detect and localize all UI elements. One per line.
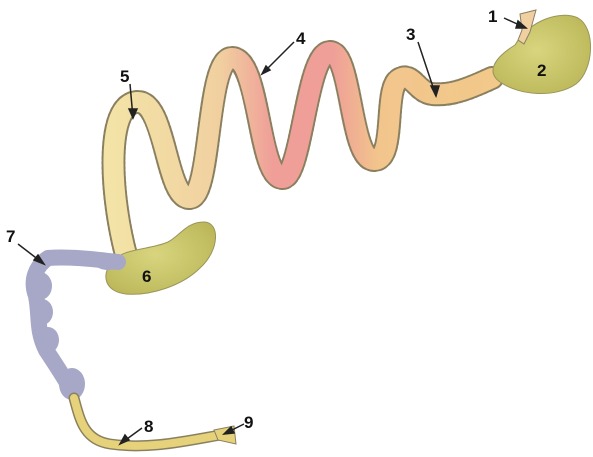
label-4: 4 — [296, 29, 306, 48]
label-3: 3 — [406, 25, 415, 44]
end-9 — [214, 426, 236, 444]
segment-7-bulge-a — [28, 272, 52, 300]
label-9: 9 — [244, 413, 253, 432]
label-7: 7 — [6, 227, 15, 246]
segment-7-bulge-e — [94, 254, 122, 270]
label-2: 2 — [537, 61, 546, 80]
label-6: 6 — [142, 267, 151, 286]
segment-7-bulge-c — [37, 327, 59, 353]
label-8: 8 — [144, 417, 153, 436]
segment-7-bulge-b — [31, 299, 53, 325]
label-1: 1 — [488, 7, 497, 26]
label-5: 5 — [120, 67, 129, 86]
organ-2 — [493, 15, 591, 93]
